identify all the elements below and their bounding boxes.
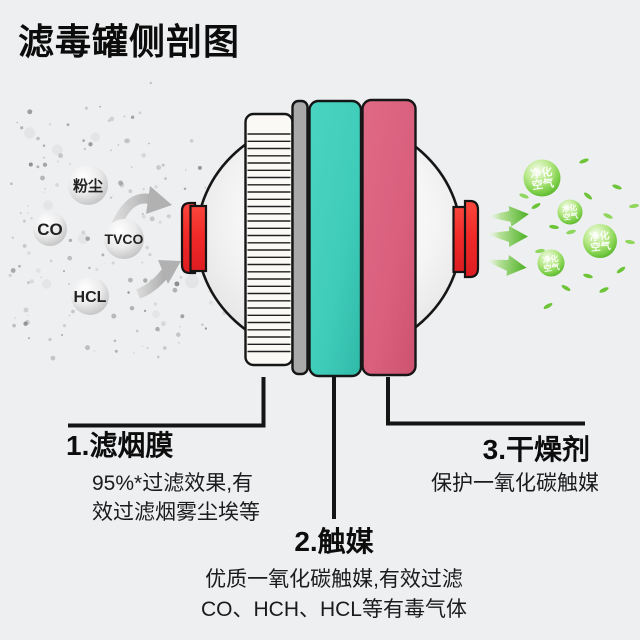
clean-air-bubble-4: 净化 空气	[537, 249, 565, 277]
intake-arrow-top-head	[146, 186, 172, 214]
leaf-icon	[549, 224, 559, 230]
bubble-text-line2: 空气	[543, 261, 560, 273]
pollutant-label-hcl: HCL	[74, 289, 107, 306]
clean-air-arrows	[483, 205, 529, 276]
callout-line-1	[68, 377, 266, 428]
section-1-line-2: 效过滤烟雾尘埃等	[92, 500, 260, 524]
bubble-text-line2: 空气	[562, 210, 579, 222]
leaf-icon	[612, 184, 622, 190]
leaf-icon	[561, 285, 571, 291]
leaf-icon	[583, 192, 593, 200]
section-2-line-2: CO、HCH、HCL等有毒气体	[200, 597, 467, 621]
pollutant-sphere-tvco: TVCO	[104, 219, 144, 259]
leaf-icon	[629, 203, 639, 209]
outlet-cap-outer	[463, 199, 480, 279]
pollutant-sphere-hcl: HCL	[71, 277, 109, 315]
leaf-icon	[566, 229, 576, 235]
intake-arrow-bottom	[136, 268, 170, 299]
pollutant-label-tvco: TVCO	[105, 231, 144, 247]
separator-layer	[291, 99, 309, 376]
outlet-cap	[452, 199, 480, 279]
clean-air-bubble-3: 净化 空气	[583, 224, 617, 258]
bubble-text-line2: 空气	[590, 239, 611, 254]
clean-air-arrow-2	[484, 226, 528, 247]
bubble-text-line1: 净化	[561, 202, 578, 214]
section-label-catalyst: 2.触媒 优质一氧化碳触媒,有效过滤 CO、HCH、HCL等有毒气体	[181, 526, 487, 625]
section-2-line-1: 优质一氧化碳触媒,有效过滤	[205, 567, 463, 591]
intake-arrow-bottom-head	[158, 260, 181, 284]
leaf-icon	[583, 273, 593, 279]
bubble-text-line2: 空气	[531, 175, 555, 192]
pollutant-sphere-dust: 粉尘	[68, 165, 108, 205]
desiccant-layer	[361, 98, 417, 377]
page-title: 滤毒罐侧剖图	[18, 21, 241, 62]
leaf-icon	[603, 213, 613, 219]
bubble-text-line1: 净化	[529, 164, 553, 181]
section-2-title: 2.触媒	[294, 526, 374, 557]
section-1-line-1: 95%*过滤效果,有	[92, 471, 254, 495]
clean-air-arrow-1	[484, 205, 529, 227]
pleat-lines	[247, 133, 291, 353]
filter-membrane-layer	[244, 112, 294, 367]
section-label-filter-membrane: 1.滤烟膜 95%*过滤效果,有 效过滤烟雾尘埃等	[66, 430, 316, 527]
leaf-icon	[531, 203, 541, 209]
pollutant-label-co: CO	[37, 220, 63, 239]
bubble-text-line1: 净化	[542, 253, 559, 265]
section-label-desiccant: 3.干燥剂 保护一氧化碳触媒	[378, 434, 599, 498]
section-1-title: 1.滤烟膜	[66, 430, 174, 461]
section-3-line-1: 保护一氧化碳触媒	[431, 471, 599, 495]
pollutant-sphere-co: CO	[33, 212, 67, 246]
pollutant-label-dust: 粉尘	[73, 177, 103, 195]
clean-air-bubble-2: 净化 空气	[557, 199, 583, 225]
section-3-title: 3.干燥剂	[482, 434, 590, 465]
leaf-icon	[616, 266, 626, 274]
leaf-icon	[579, 158, 589, 164]
leaf-icons	[519, 158, 639, 309]
clean-air-arrow-3	[483, 255, 527, 276]
inlet-cap	[180, 201, 208, 275]
leaf-icon	[543, 303, 553, 309]
leaf-icon	[535, 248, 545, 254]
clean-air-bubble-1: 净化 空气	[523, 159, 561, 197]
bubble-text-line1: 净化	[589, 229, 610, 244]
leaf-icon	[519, 193, 529, 199]
leaf-icon	[599, 287, 609, 293]
callout-line-3	[386, 377, 585, 426]
catalyst-layer	[308, 99, 363, 378]
leaf-icon	[625, 239, 635, 245]
inlet-cap-inner	[189, 204, 208, 273]
